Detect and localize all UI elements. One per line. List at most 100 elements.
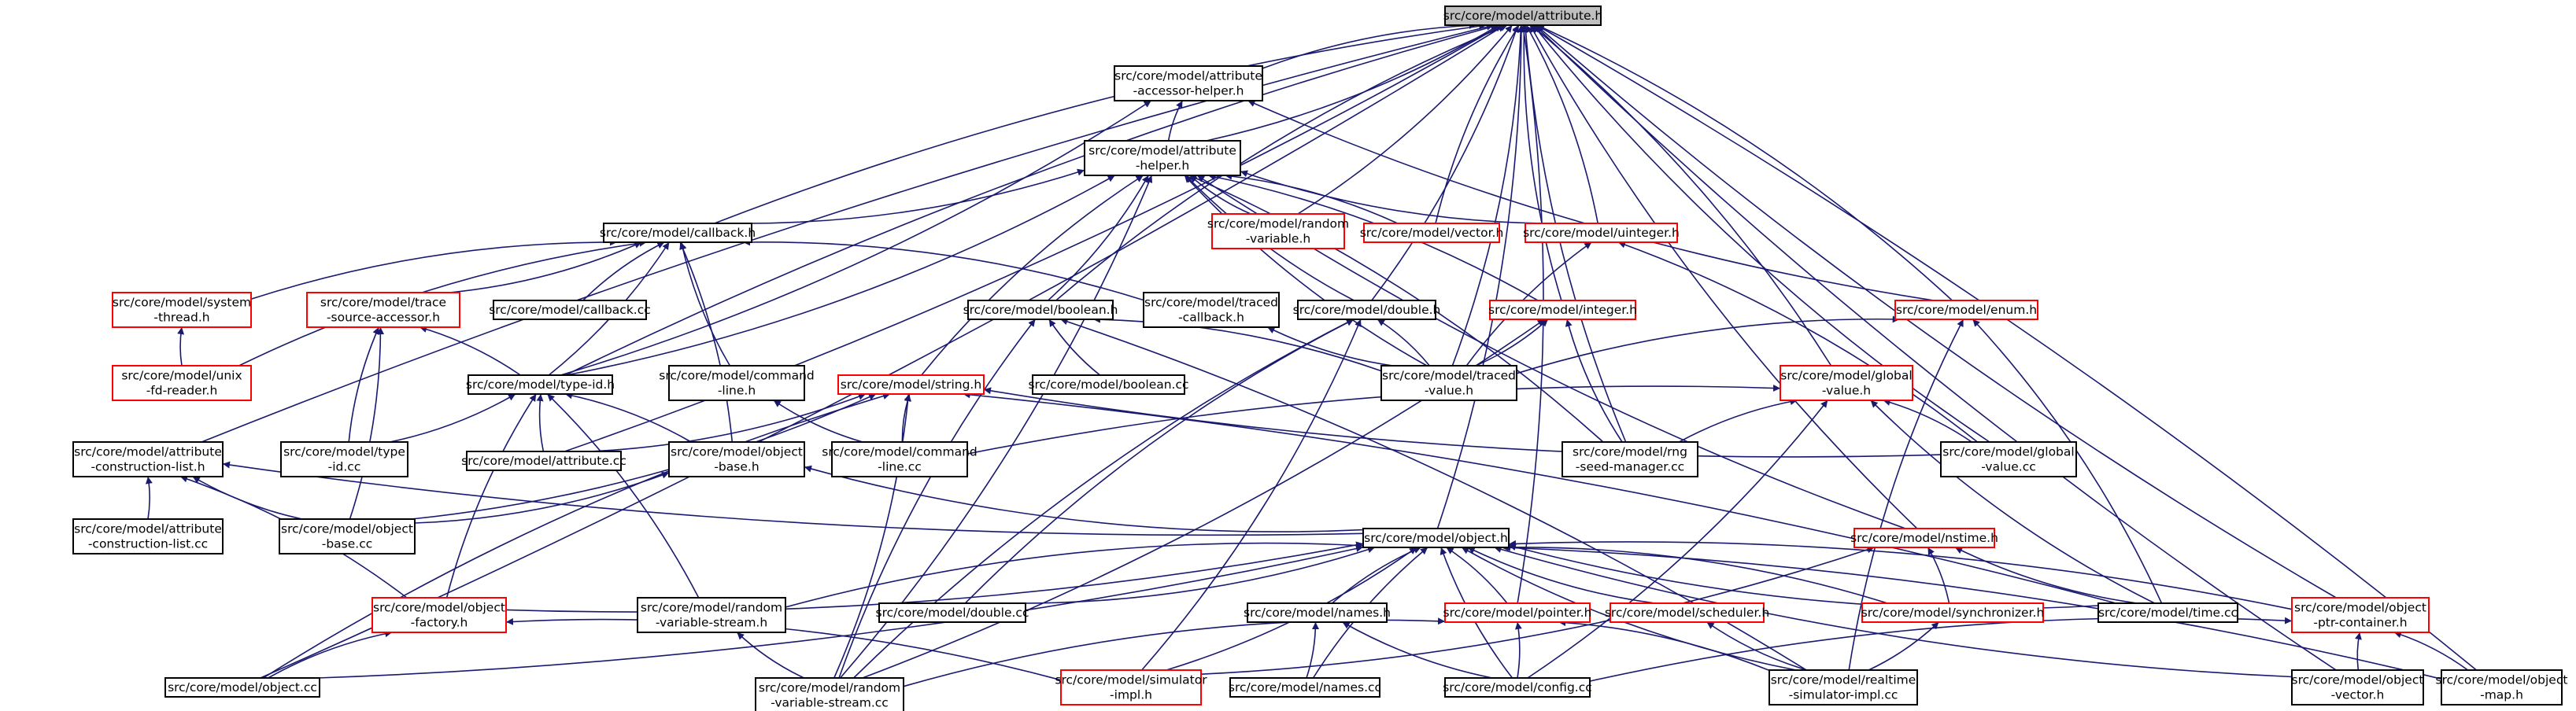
node-vector-h[interactable]: src/core/model/vector.h	[1360, 223, 1504, 243]
node-object-factory-h[interactable]: src/core/model/object-factory.h	[371, 597, 507, 633]
node-config-cc[interactable]: src/core/model/config.cc	[1443, 677, 1592, 698]
edge-scheduler_h-to-object_h	[1467, 547, 1656, 604]
node-box	[1380, 365, 1517, 401]
node-label: src/core/model/object	[281, 522, 413, 536]
edge-construction_list_h-to-attribute_h	[201, 23, 1494, 443]
node-label: src/core/model/synchronizer.h	[1861, 606, 2045, 620]
node-label: -line.h	[718, 384, 756, 398]
node-object-h[interactable]: src/core/model/object.h	[1362, 528, 1510, 548]
edge-type_id_h-to-trace_source_h	[419, 326, 521, 376]
node-simulator-impl-h[interactable]: src/core/model/simulator-impl.h	[1055, 669, 1207, 705]
node-random-stream-h[interactable]: src/core/model/random-variable-stream.h	[637, 597, 786, 633]
node-box	[1362, 528, 1510, 548]
node-double-h[interactable]: src/core/model/double.h	[1293, 300, 1441, 320]
node-label: -ptr-container.h	[2313, 616, 2407, 630]
node-label: src/core/model/config.cc	[1443, 680, 1592, 694]
node-label: -value.h	[1425, 384, 1473, 398]
node-traced-value-h[interactable]: src/core/model/traced-value.h	[1380, 365, 1517, 401]
edge-object_h-to-construction_list_h	[222, 461, 1364, 536]
node-double-cc[interactable]: src/core/model/double.cc	[876, 602, 1029, 623]
node-box	[112, 292, 252, 328]
node-attribute-cc[interactable]: src/core/model/attribute.cc	[461, 451, 626, 471]
node-object-base-cc[interactable]: src/core/model/object-base.cc	[279, 518, 416, 554]
edge-global_value_h-to-attribute_h	[1531, 24, 1832, 367]
node-label: src/core/model/attribute.h	[1443, 9, 1603, 23]
edge-integer_h-to-attribute_h	[1520, 24, 1562, 301]
node-label: src/core/model/time.cc	[2098, 606, 2238, 620]
node-ptr-container-h[interactable]: src/core/model/object-ptr-container.h	[2291, 597, 2430, 633]
node-accessor-helper-h[interactable]: src/core/model/attribute-accessor-helper…	[1114, 65, 1263, 101]
node-nstime-h[interactable]: src/core/model/nstime.h	[1850, 528, 1998, 548]
edge-time_cc-to-string_h	[963, 391, 2116, 604]
node-pointer-h[interactable]: src/core/model/pointer.h	[1443, 602, 1592, 623]
node-label: -value.cc	[1981, 460, 2036, 474]
node-label: -simulator-impl.cc	[1789, 688, 1898, 702]
node-label: src/core/model/random	[641, 601, 782, 615]
node-random-variable-h[interactable]: src/core/model/random-variable.h	[1207, 213, 1349, 249]
node-box	[1444, 602, 1591, 623]
node-names-h[interactable]: src/core/model/names.h	[1244, 602, 1391, 623]
node-system-thread-h[interactable]: src/core/model/system-thread.h	[112, 292, 252, 328]
node-object-map-h[interactable]: src/core/model/object-map.h	[2436, 669, 2568, 705]
node-box	[1780, 365, 1913, 401]
node-box	[2441, 669, 2563, 705]
node-label: src/core/model/uinteger.h	[1523, 226, 1680, 240]
node-attribute-h[interactable]: src/core/model/attribute.h	[1443, 6, 1603, 26]
node-scheduler-h[interactable]: src/core/model/scheduler.h	[1605, 602, 1769, 623]
edge-vector_h-to-attribute_h	[1435, 24, 1520, 224]
node-enum-h[interactable]: src/core/model/enum.h	[1894, 300, 2038, 320]
node-callback-h[interactable]: src/core/model/callback.h	[600, 223, 756, 243]
edge-config_cc-to-global_value_h	[1527, 400, 1828, 679]
node-global-value-cc[interactable]: src/core/model/global-value.cc	[1940, 441, 2077, 477]
node-time-cc[interactable]: src/core/model/time.cc	[2097, 602, 2238, 623]
node-command-line-cc[interactable]: src/core/model/command-line.cc	[822, 441, 978, 477]
edge-traced_value_h-to-uinteger_h	[1465, 241, 1592, 367]
node-string-h[interactable]: src/core/model/string.h	[837, 374, 985, 395]
node-object-vector-h[interactable]: src/core/model/object-vector.h	[2291, 669, 2424, 705]
node-boolean-h[interactable]: src/core/model/boolean.h	[963, 300, 1118, 320]
node-command-line-h[interactable]: src/core/model/command-line.h	[659, 365, 815, 401]
node-names-cc[interactable]: src/core/model/names.cc	[1229, 677, 1381, 698]
node-object-cc[interactable]: src/core/model/object.cc	[164, 677, 320, 698]
node-boolean-cc[interactable]: src/core/model/boolean.cc	[1028, 374, 1189, 395]
node-integer-h[interactable]: src/core/model/integer.h	[1488, 300, 1637, 320]
node-callback-cc[interactable]: src/core/model/callback.cc	[489, 300, 651, 320]
edge-config_cc-to-ptr_container_h	[1589, 617, 2293, 682]
node-synchronizer-h[interactable]: src/core/model/synchronizer.h	[1861, 602, 2045, 623]
edge-object_cc-to-string_h	[263, 392, 891, 679]
node-label: -vector.h	[2331, 688, 2385, 702]
node-type-id-cc[interactable]: src/core/model/type-id.cc	[280, 441, 408, 477]
node-traced-callback-h[interactable]: src/core/model/traced-callback.h	[1143, 292, 1280, 328]
node-label: src/core/model/attribute	[1114, 69, 1262, 83]
node-box	[164, 677, 320, 698]
node-realtime-impl-cc[interactable]: src/core/model/realtime-simulator-impl.c…	[1768, 669, 1918, 705]
edge-object_base_cc-to-string_h	[411, 393, 877, 520]
node-rng-seed-cc[interactable]: src/core/model/rng-seed-manager.cc	[1561, 441, 1698, 477]
node-label: -accessor-helper.h	[1133, 84, 1244, 98]
edge-random_stream_cc-to-boolean_h	[838, 319, 1037, 679]
node-box	[1032, 374, 1185, 395]
node-random-stream-cc[interactable]: src/core/model/random-variable-stream.cc	[755, 677, 904, 711]
node-attribute-helper-h[interactable]: src/core/model/attribute-helper.h	[1084, 140, 1241, 176]
file-nodes: src/core/model/attribute.h src/core/model…	[72, 6, 2568, 711]
edge-time_cc-to-global_value_h	[1870, 400, 2156, 604]
node-box	[112, 365, 252, 401]
node-label: src/core/model/double.cc	[876, 606, 1029, 620]
node-construction-list-h[interactable]: src/core/model/attribute-construction-li…	[72, 441, 224, 477]
node-label: src/core/model/nstime.h	[1850, 531, 1998, 545]
node-trace-source-h[interactable]: src/core/model/trace-source-accessor.h	[306, 292, 460, 328]
node-label: src/core/model/names.cc	[1229, 680, 1381, 694]
edge-double_cc-to-double_h	[964, 319, 1355, 604]
node-label: src/core/model/double.h	[1293, 303, 1441, 317]
node-box	[371, 597, 507, 633]
node-unix-fd-reader-h[interactable]: src/core/model/unix-fd-reader.h	[112, 365, 252, 401]
node-object-base-h[interactable]: src/core/model/object-base.h	[668, 441, 805, 477]
edge-callback_h-to-attribute_h	[714, 22, 1487, 224]
edge-string_h-to-attribute_helper_h	[921, 175, 1144, 376]
node-construction-list-cc[interactable]: src/core/model/attribute-construction-li…	[72, 518, 224, 554]
node-global-value-h[interactable]: src/core/model/global-value.h	[1780, 365, 1913, 401]
node-label: -impl.h	[1110, 688, 1152, 702]
node-type-id-h[interactable]: src/core/model/type-id.h	[466, 374, 615, 395]
node-uinteger-h[interactable]: src/core/model/uinteger.h	[1523, 223, 1680, 243]
